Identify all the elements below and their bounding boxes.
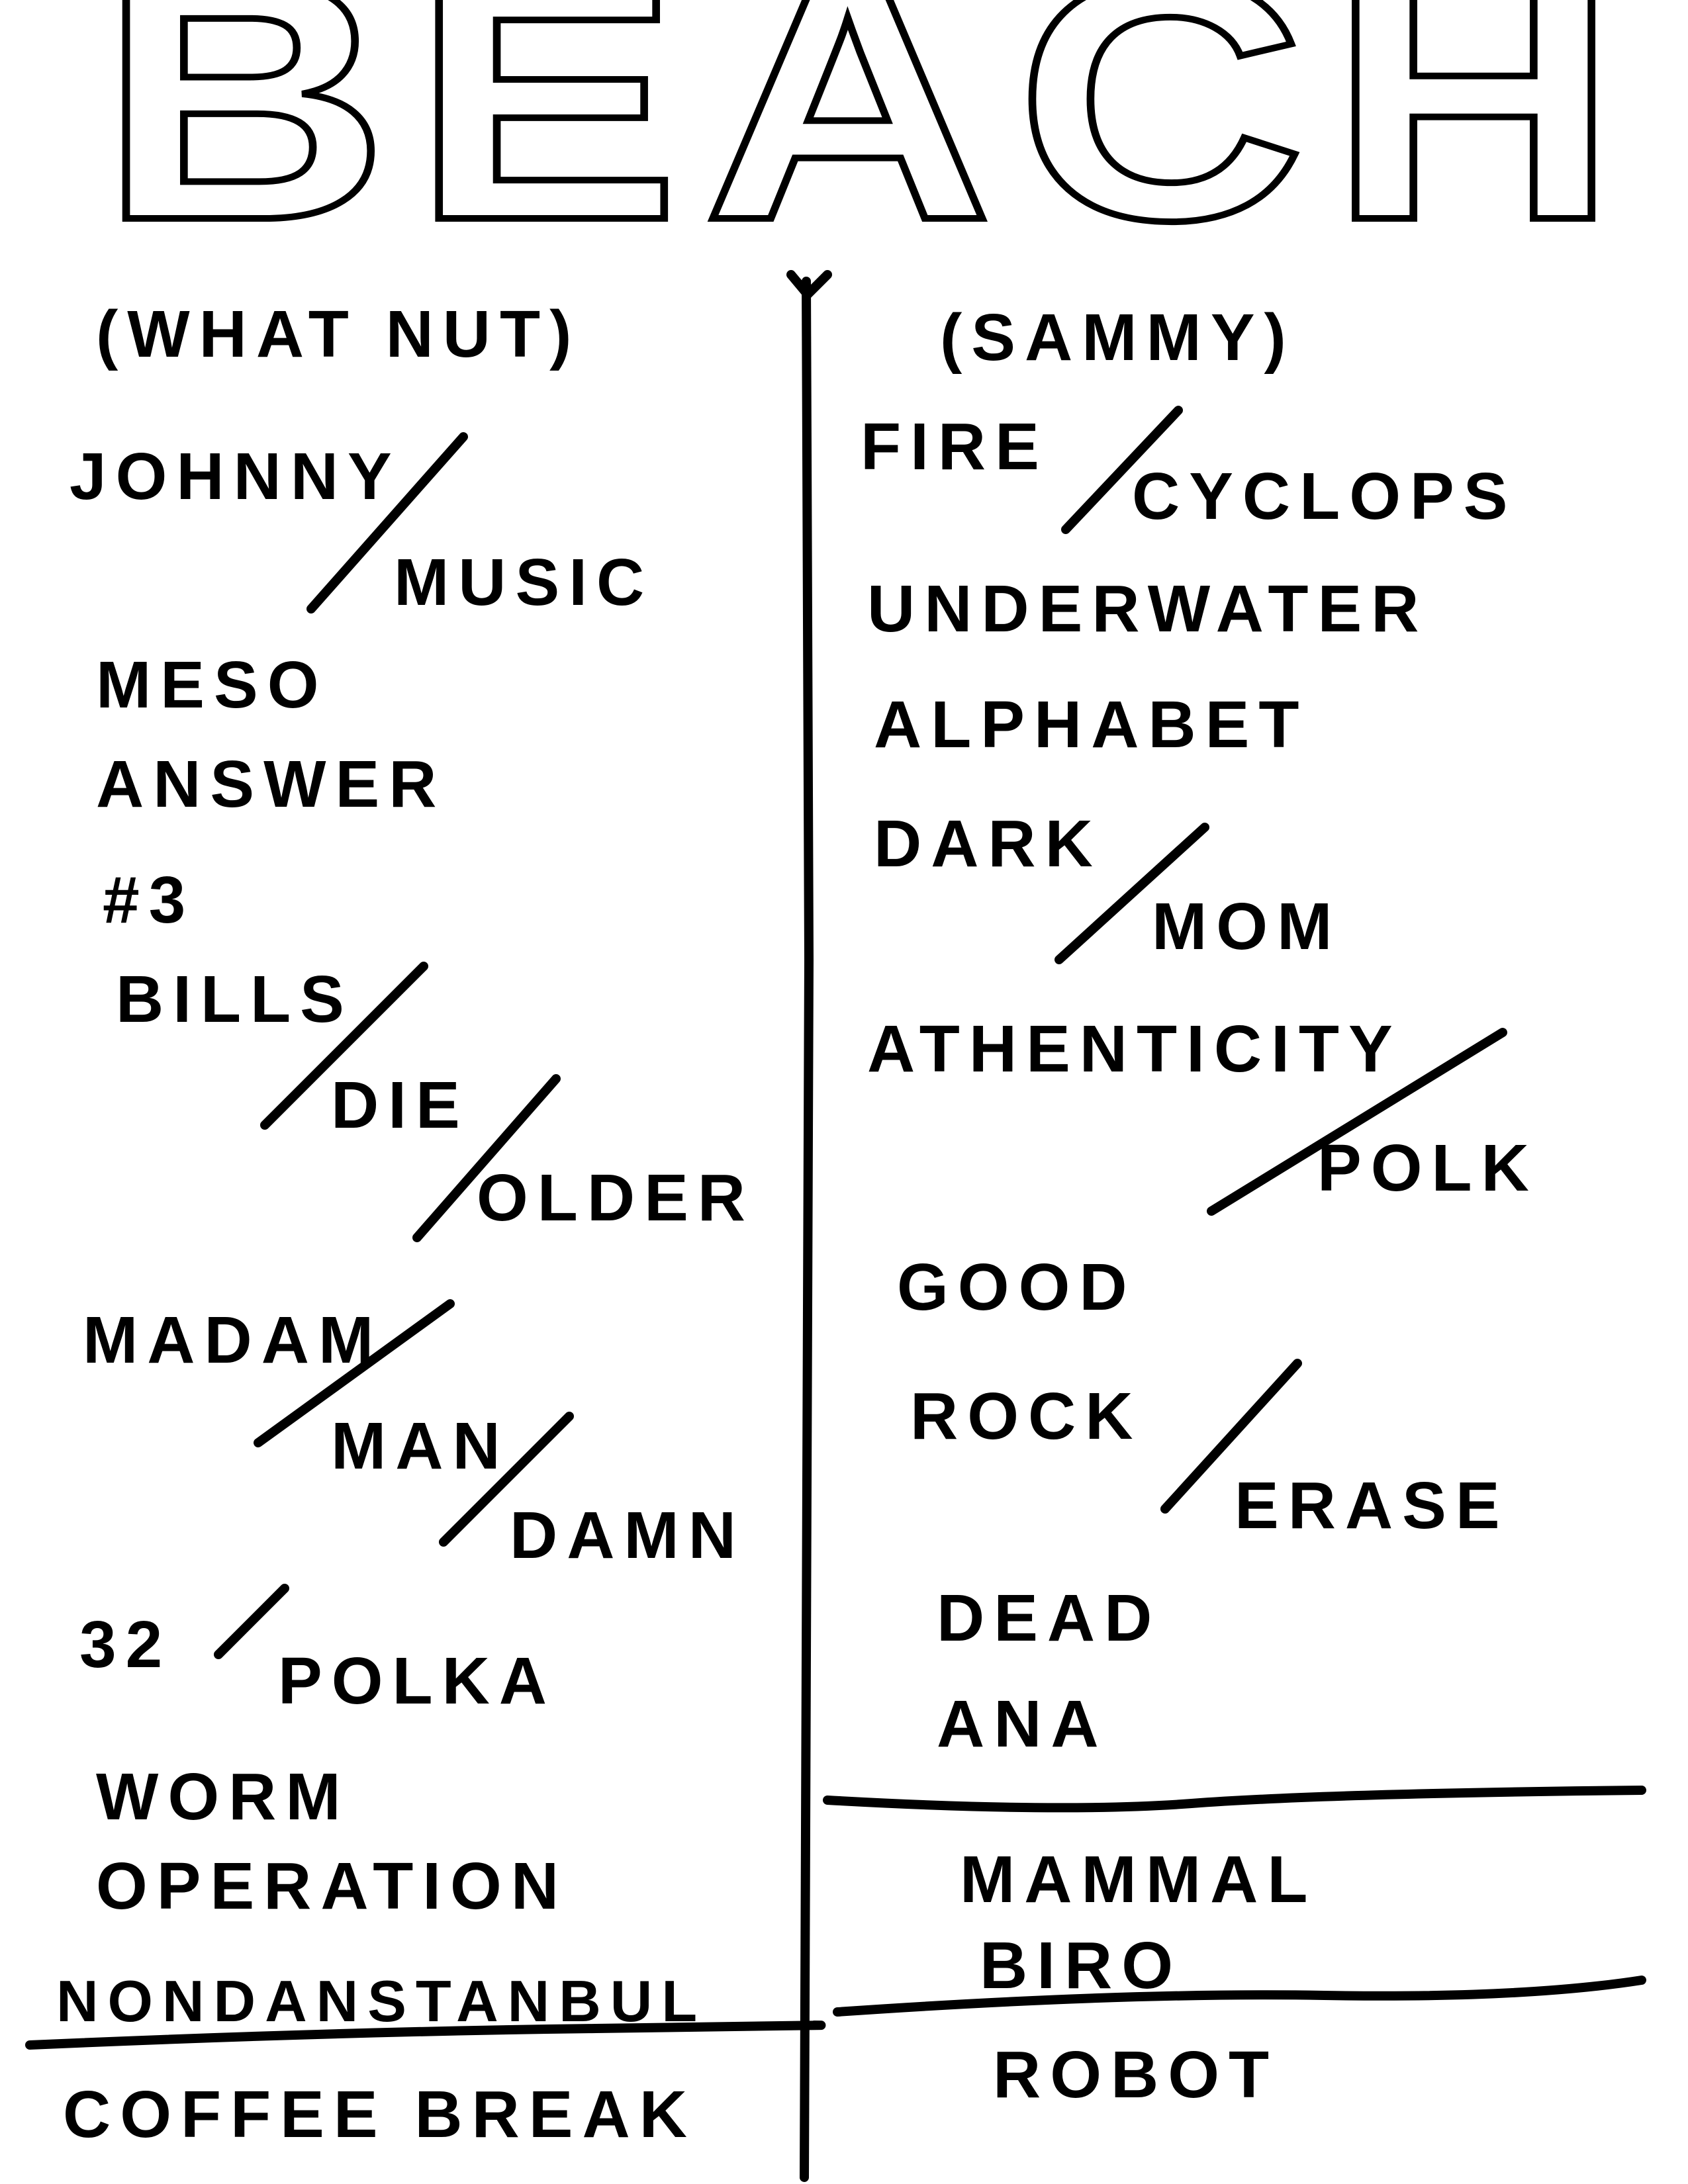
list-item: MAMMAL bbox=[960, 1843, 1317, 1917]
slash bbox=[1061, 406, 1183, 534]
divider-right-2 bbox=[833, 1976, 1646, 2017]
list-item: NONDANSTANBUL bbox=[56, 1968, 707, 2034]
divider-top-fork bbox=[786, 270, 832, 302]
slash bbox=[1207, 1028, 1507, 1216]
list-item: BIRO bbox=[980, 1929, 1182, 2003]
list-item: ATHENTICITY bbox=[867, 1012, 1402, 1086]
list-item: WORM bbox=[96, 1760, 350, 1834]
list-item: MAN bbox=[331, 1409, 510, 1483]
list-item: ANSWER bbox=[96, 747, 446, 821]
divider-left bbox=[25, 2021, 826, 2050]
slash bbox=[439, 1412, 574, 1547]
list-item: MOM bbox=[1152, 889, 1342, 964]
list-item: ROCK bbox=[910, 1379, 1143, 1453]
list-item: BILLS bbox=[116, 962, 353, 1036]
title-logo: BEACH bbox=[99, 0, 1642, 292]
list-item: FIRE bbox=[861, 410, 1049, 484]
list-item: DARK bbox=[874, 807, 1102, 881]
slash bbox=[412, 1074, 561, 1242]
list-item: OLDER bbox=[477, 1161, 755, 1235]
list-item: MADAM bbox=[83, 1303, 383, 1377]
right-heading: (SAMMY) bbox=[940, 300, 1295, 375]
divider-right-1 bbox=[823, 1786, 1646, 1813]
list-item: MUSIC bbox=[394, 545, 654, 619]
list-item: CYCLOPS bbox=[1132, 459, 1517, 533]
list-item: POLK bbox=[1317, 1131, 1538, 1205]
list-item: DAMN bbox=[510, 1498, 745, 1572]
slash bbox=[1160, 1359, 1302, 1514]
list-item: 32 bbox=[79, 1608, 172, 1682]
list-item: ANA bbox=[937, 1687, 1108, 1761]
left-footer: COFFEE BREAK bbox=[63, 2077, 696, 2152]
slash bbox=[1055, 823, 1209, 964]
list-item: GOOD bbox=[897, 1250, 1137, 1324]
list-item: ERASE bbox=[1235, 1469, 1509, 1543]
list-item: OPERATION bbox=[96, 1849, 569, 1923]
list-item: ALPHABET bbox=[874, 688, 1309, 762]
slash bbox=[254, 1299, 455, 1447]
list-item: POLKA bbox=[278, 1644, 556, 1718]
slash bbox=[260, 962, 428, 1130]
slash bbox=[306, 432, 468, 614]
list-item: UNDERWATER bbox=[867, 572, 1429, 646]
list-item: JOHNNY bbox=[70, 439, 401, 514]
list-item: MESO bbox=[96, 648, 328, 722]
list-item: ROBOT bbox=[993, 2038, 1279, 2112]
list-item: #3 bbox=[103, 863, 195, 937]
list-item: DIE bbox=[331, 1068, 469, 1142]
left-heading: (WHAT NUT) bbox=[96, 297, 581, 371]
slash bbox=[214, 1584, 289, 1659]
column-divider bbox=[800, 277, 814, 2182]
list-item: DEAD bbox=[937, 1581, 1162, 1655]
